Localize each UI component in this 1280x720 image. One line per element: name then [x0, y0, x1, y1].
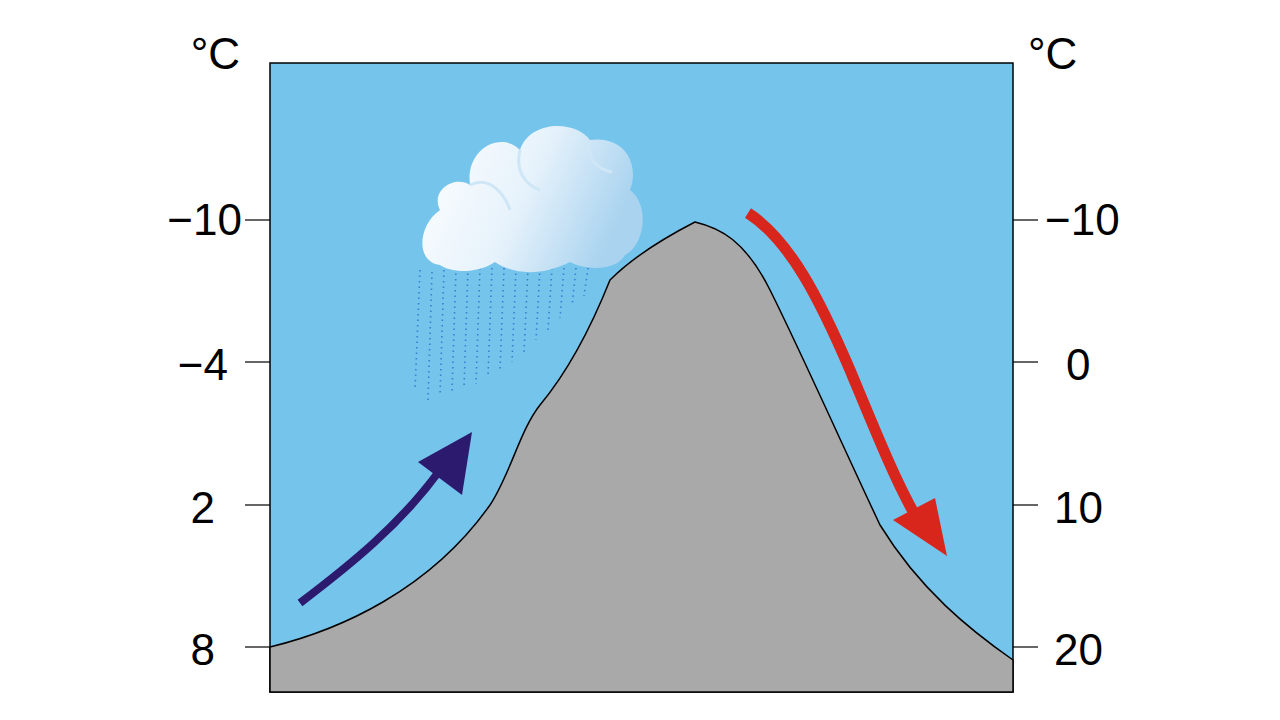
mountain [270, 222, 1013, 692]
unit-label: °C [1028, 32, 1077, 76]
temperature-value: 8 [191, 628, 215, 672]
rising-air-arrow [300, 432, 472, 603]
temperature-value: 10 [1054, 486, 1103, 530]
temperature-value: −10 [1045, 198, 1120, 242]
descending-warm-air-arrow [748, 213, 947, 556]
unit-label: °C [191, 32, 240, 76]
temperature-value: 0 [1066, 343, 1090, 387]
temperature-value: −10 [167, 198, 242, 242]
sky-panel [270, 63, 1013, 692]
temperature-value: −4 [178, 343, 228, 387]
temperature-value: 20 [1054, 628, 1103, 672]
temperature-value: 2 [191, 486, 215, 530]
cloud [422, 126, 642, 272]
